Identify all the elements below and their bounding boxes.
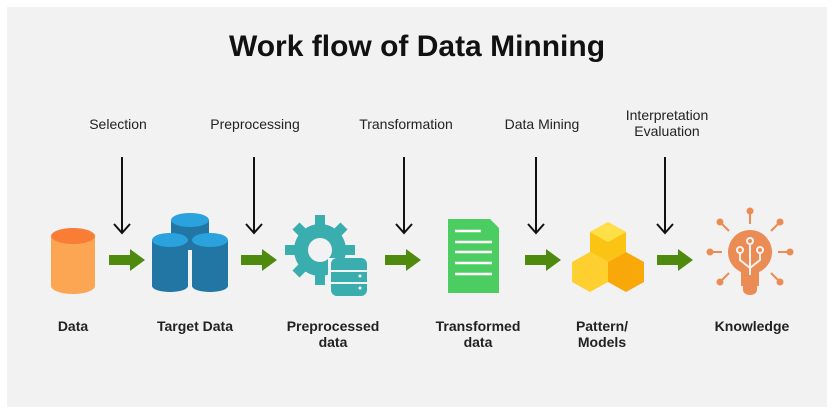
right-arrow-icon bbox=[109, 249, 145, 271]
lightbulb-icon bbox=[706, 207, 794, 295]
down-arrow-icon bbox=[113, 157, 131, 235]
label-line: Preprocessed bbox=[286, 318, 380, 334]
node-label-pattern-models: Pattern/Models bbox=[537, 318, 667, 350]
target-data-icon bbox=[152, 213, 228, 292]
label-line: data bbox=[463, 334, 493, 350]
down-arrow-icon bbox=[395, 157, 413, 235]
node-label-knowledge: Knowledge bbox=[714, 318, 790, 334]
step-evaluation: Evaluation bbox=[634, 123, 700, 139]
step-transformation: Transformation bbox=[359, 116, 453, 132]
right-arrow-icon bbox=[385, 249, 421, 271]
cubes-icon bbox=[572, 222, 644, 292]
label-line: Transformed bbox=[435, 318, 521, 334]
step-selection: Selection bbox=[89, 116, 147, 132]
right-arrow-icon bbox=[657, 249, 693, 271]
right-arrow-icon bbox=[241, 249, 277, 271]
step-interpretation: Interpretation bbox=[625, 107, 709, 123]
label-line: data bbox=[318, 334, 348, 350]
database-icon bbox=[51, 228, 95, 294]
step-preprocessing: Preprocessing bbox=[210, 116, 300, 132]
down-arrow-icon bbox=[656, 157, 674, 235]
gear-database-icon bbox=[285, 215, 368, 298]
down-arrow-icon bbox=[245, 157, 263, 235]
node-label-data: Data bbox=[57, 318, 89, 334]
diagram-title: Work flow of Data Minning bbox=[228, 30, 606, 63]
label-line: Pattern/ bbox=[575, 318, 629, 334]
label-line: Models bbox=[577, 334, 627, 350]
right-arrow-icon bbox=[525, 249, 561, 271]
node-label-target-data: Target Data bbox=[157, 318, 233, 334]
document-icon bbox=[448, 219, 499, 293]
step-data-mining: Data Mining bbox=[504, 116, 580, 132]
diagram-background bbox=[7, 7, 827, 407]
down-arrow-icon bbox=[527, 157, 545, 235]
